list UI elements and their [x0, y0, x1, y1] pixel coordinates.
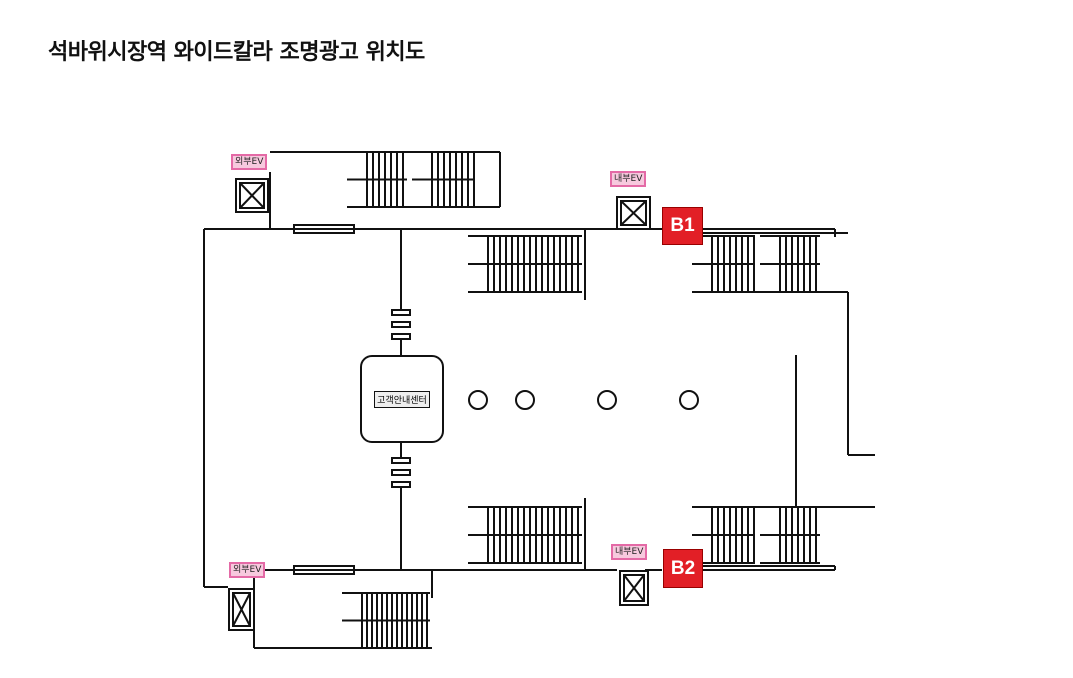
door-segment — [391, 321, 411, 328]
external-ev-label-bottom: 외부EV — [229, 562, 266, 578]
pillar — [597, 390, 617, 410]
elevator-icon — [620, 200, 647, 226]
info-center-label: 고객안내센터 — [374, 390, 430, 408]
b1-ad-location-badge: B1 — [662, 207, 703, 245]
internal-ev-label-b1: 내부EV — [610, 171, 647, 187]
elevator-icon — [232, 592, 251, 627]
b2-ad-location-badge: B2 — [663, 549, 703, 588]
door-segment — [391, 481, 411, 488]
elevator-icon — [620, 200, 647, 226]
door-segment — [391, 309, 411, 316]
elevator-box — [619, 570, 649, 606]
elevator-icon — [239, 182, 265, 209]
elevator-icon — [232, 592, 251, 627]
elevator-icon — [239, 182, 265, 209]
door-segment — [391, 469, 411, 476]
elevator-icon — [623, 574, 645, 602]
elevator-box — [616, 196, 651, 230]
page-title: 석바위시장역 와이드칼라 조명광고 위치도 — [48, 40, 425, 65]
stairs — [342, 151, 820, 649]
elevator-icon — [623, 574, 645, 602]
pillars — [468, 390, 699, 410]
door — [293, 224, 355, 234]
pillar — [468, 390, 488, 410]
customer-info-center: 고객안내센터 — [360, 355, 444, 443]
walls — [203, 151, 875, 649]
elevator-box — [235, 178, 269, 213]
door-segment — [391, 457, 411, 464]
pillar — [679, 390, 699, 410]
elevator-box — [228, 588, 255, 631]
door-segment — [391, 333, 411, 340]
door — [293, 565, 355, 575]
pillar — [515, 390, 535, 410]
internal-ev-label-b2: 내부EV — [611, 544, 648, 560]
elevators — [228, 178, 651, 631]
external-ev-label-top: 외부EV — [231, 154, 268, 170]
